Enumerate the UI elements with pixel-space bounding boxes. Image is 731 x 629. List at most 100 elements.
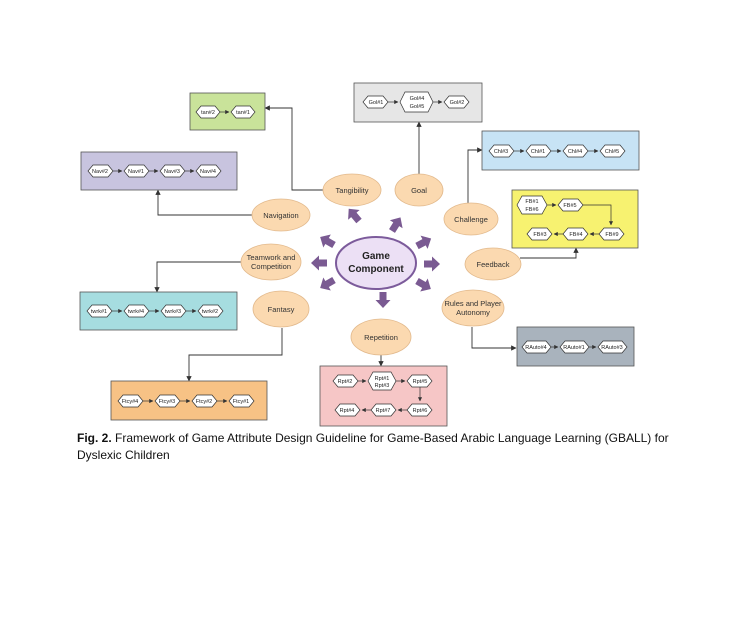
tangibility-label: Tangibility	[336, 186, 369, 195]
arrow-to-goal	[389, 217, 403, 233]
center-label-line1: Game	[362, 251, 390, 262]
feedback-step-5: FB#4	[569, 232, 582, 238]
fantasy-label: Fantasy	[268, 305, 295, 314]
navigation-step-4: Nav#4	[200, 169, 216, 175]
rules-step-1: RAuto#4	[525, 345, 546, 351]
arrow-to-repetition	[375, 292, 391, 308]
teamwork-label-line2: Competition	[251, 262, 291, 271]
rules-node: Rules and Player Autonomy	[441, 289, 505, 327]
figure-caption: Fig. 2. Framework of Game Attribute Desi…	[77, 430, 677, 464]
feedback-step-4: FB#3	[533, 232, 546, 238]
repetition-step-6: Rpt#7	[376, 408, 391, 414]
goal-box: Gol#1 Gol#4 Gol#5 Gol#2	[353, 82, 483, 123]
fantasy-step-2: Ftcy#3	[159, 399, 176, 405]
repetition-step-3: Rpt#3	[375, 383, 390, 389]
challenge-step-2: Chl#1	[531, 149, 545, 155]
teamwork-box: twrk#1 twrk#4 twrk#3 twrk#2	[79, 291, 238, 331]
fantasy-step-3: Ftcy#2	[196, 399, 213, 405]
goal-sequence	[362, 91, 470, 113]
arrow-to-fantasy	[320, 276, 336, 291]
challenge-step-4: Chl#5	[605, 149, 619, 155]
navigation-box: Nav#2 Nav#1 Nav#3 Nav#4	[80, 151, 238, 191]
rules-label-line2: Autonomy	[456, 308, 490, 317]
feedback-step-6: FB#9	[605, 232, 618, 238]
tangibility-sequence	[195, 105, 256, 119]
navigation-node: Navigation	[251, 198, 311, 232]
fantasy-step-1: Ftcy#4	[122, 399, 139, 405]
fantasy-box: Ftcy#4 Ftcy#3 Ftcy#2 Ftcy#1	[110, 380, 268, 421]
repetition-node: Repetition	[350, 318, 412, 356]
goal-label: Goal	[411, 186, 427, 195]
navigation-step-1: Nav#2	[92, 169, 108, 175]
connector-rules	[471, 327, 517, 351]
teamwork-step-2: twrk#4	[128, 309, 144, 315]
feedback-node: Feedback	[464, 247, 522, 281]
caption-text: Framework of Game Attribute Design Guide…	[77, 431, 669, 462]
navigation-label: Navigation	[263, 211, 298, 220]
feedback-step-3: FB#5	[563, 203, 576, 209]
teamwork-step-4: twrk#2	[202, 309, 218, 315]
challenge-sequence	[488, 144, 626, 158]
feedback-label: Feedback	[477, 260, 510, 269]
goal-step-3: Gol#5	[410, 104, 425, 110]
challenge-step-1: Chl#3	[494, 149, 508, 155]
arrow-to-feedback	[424, 256, 440, 272]
challenge-step-3: Chl#4	[568, 149, 582, 155]
attribute-nodes: Tangibility Goal Navigation Challenge Te…	[240, 173, 522, 356]
feedback-box: FB#1 FB#6 FB#5 FB#3 FB#4 FB#9	[511, 189, 639, 249]
connector-teamwork	[154, 261, 242, 293]
feedback-sequence	[516, 195, 625, 241]
caption-label: Fig. 2.	[77, 431, 112, 445]
repetition-step-2: Rpt#1	[375, 376, 390, 382]
arrow-to-teamwork	[311, 255, 327, 271]
tangibility-box: tan#2 tan#1	[189, 92, 266, 131]
center-label-line2: Component	[348, 264, 404, 275]
teamwork-node: Teamwork and Competition	[240, 243, 302, 281]
radial-arrows	[311, 208, 440, 308]
teamwork-sequence	[86, 304, 224, 318]
connector-navigation	[155, 189, 252, 216]
rules-box: RAuto#4 RAuto#1 RAuto#3	[516, 326, 635, 367]
game-component-node: Game Component	[335, 236, 417, 290]
repetition-step-4: Rpt#5	[413, 379, 428, 385]
fantasy-node: Fantasy	[252, 290, 310, 328]
navigation-sequence	[87, 164, 222, 178]
repetition-step-5: Rpt#4	[340, 408, 355, 414]
challenge-node: Challenge	[443, 202, 499, 236]
challenge-label: Challenge	[454, 215, 488, 224]
navigation-step-3: Nav#3	[164, 169, 180, 175]
feedback-step-2: FB#6	[525, 207, 538, 213]
arrow-to-challenge	[415, 235, 432, 250]
goal-step-4: Gol#2	[450, 100, 465, 106]
rules-sequence	[521, 340, 628, 354]
rules-step-3: RAuto#3	[601, 345, 622, 351]
navigation-step-2: Nav#1	[128, 169, 144, 175]
goal-node: Goal	[394, 173, 444, 207]
arrow-to-navigation	[320, 234, 336, 249]
teamwork-step-1: twrk#1	[91, 309, 107, 315]
fantasy-sequence	[117, 394, 255, 408]
goal-step-2: Gol#4	[410, 96, 425, 102]
repetition-step-1: Rpt#2	[338, 379, 353, 385]
challenge-box: Chl#3 Chl#1 Chl#4 Chl#5	[481, 130, 640, 171]
repetition-sequence	[332, 371, 433, 417]
goal-step-1: Gol#1	[369, 100, 384, 106]
repetition-label: Repetition	[364, 333, 398, 342]
rules-label-line1: Rules and Player	[444, 299, 502, 308]
fantasy-step-4: Ftcy#1	[233, 399, 250, 405]
teamwork-label-line1: Teamwork and	[247, 253, 296, 262]
connector-fantasy	[186, 328, 283, 382]
connector-tangibility	[264, 105, 329, 191]
connector-feedback	[520, 247, 579, 259]
connector-lines	[154, 105, 579, 382]
feedback-step-1: FB#1	[525, 199, 538, 205]
tangibility-step-2: tan#1	[236, 110, 250, 116]
rules-step-2: RAuto#1	[563, 345, 584, 351]
arrow-to-tangibility	[348, 208, 362, 224]
teamwork-step-3: twrk#3	[165, 309, 181, 315]
tangibility-node: Tangibility	[322, 173, 382, 207]
repetition-box: Rpt#2 Rpt#1 Rpt#3 Rpt#5 Rpt#4 Rpt#7 Rpt#…	[319, 365, 448, 427]
connector-challenge	[467, 147, 483, 206]
arrow-to-rules	[415, 277, 431, 292]
